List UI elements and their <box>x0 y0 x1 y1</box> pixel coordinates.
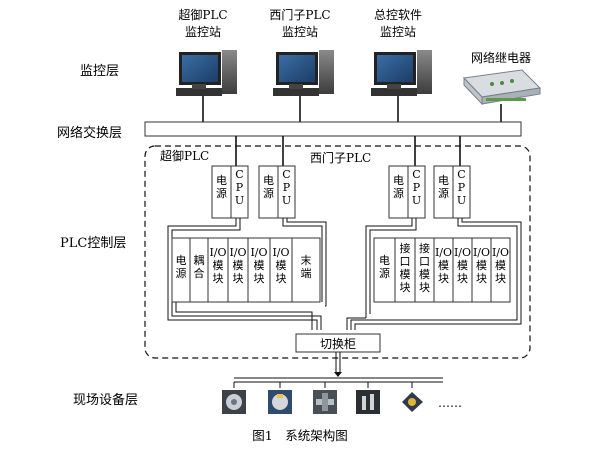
plc-layer-boundary <box>144 145 531 359</box>
rack-dividers <box>394 238 492 302</box>
layer-label-network: 网络交换层 <box>57 125 122 141</box>
left-bus-cables <box>167 218 327 330</box>
rack-frame <box>373 237 511 303</box>
layer-label-plc: PLC控制层 <box>60 236 126 251</box>
sensor-icon <box>222 390 246 414</box>
top-unit-label: 电源 <box>216 174 227 200</box>
station-master-control: 总控软件 监控站 <box>371 8 432 96</box>
station-chaoyu-line2: 监控站 <box>185 25 221 39</box>
figure-caption: 图1 系统架构图 <box>252 428 347 443</box>
computer-icon <box>273 50 334 96</box>
switch-cabinet-label: 切换柜 <box>320 337 356 351</box>
valve-icon <box>313 390 337 414</box>
station-chaoyu: 超御PLC 监控站 <box>176 7 237 96</box>
rack-module-label: 接口模块 <box>419 242 430 294</box>
cpu-links <box>235 136 461 166</box>
more-devices-ellipsis: …… <box>438 396 462 410</box>
top-unit-label: 电源 <box>438 174 449 200</box>
top-unit-label: 电源 <box>263 174 274 200</box>
station-master-line2: 监控站 <box>380 25 416 39</box>
relay-label: 网络继电器 <box>471 50 531 65</box>
network-switch-bar <box>144 121 522 137</box>
rack-module-label: 接口模块 <box>400 242 411 294</box>
motor-icon <box>400 390 424 414</box>
chaoyu-plc-label: 超御PLC <box>160 148 209 163</box>
rack-module-label: 电源 <box>176 254 187 280</box>
rack-module-label: 电源 <box>379 254 390 280</box>
field-bus <box>233 352 443 388</box>
top-unit-label: 电源 <box>393 174 404 200</box>
computer-icon <box>176 50 237 96</box>
layer-label-field: 现场设备层 <box>73 392 138 408</box>
field-devices: …… <box>222 390 462 414</box>
rack-module-label: 末端 <box>301 253 312 280</box>
switch-cabinet <box>295 333 381 353</box>
encoder-icon <box>268 390 292 414</box>
station-chaoyu-line1: 超御PLC <box>178 7 227 22</box>
actuator-icon <box>356 390 380 414</box>
station-master-line1: 总控软件 <box>374 8 422 22</box>
rack-frame <box>171 237 321 303</box>
station-siemens: 西门子PLC 监控站 <box>269 7 334 96</box>
station-siemens-line2: 监控站 <box>282 25 318 39</box>
computer-icon <box>371 50 432 96</box>
down-arrows <box>334 372 342 377</box>
rack-module-label: 耦合 <box>194 254 205 280</box>
station-siemens-line1: 西门子PLC <box>269 7 330 22</box>
relay-device-icon <box>462 69 542 106</box>
rack-dividers <box>189 238 293 302</box>
station-links <box>202 96 502 122</box>
siemens-plc-label: 西门子PLC <box>310 150 371 165</box>
right-bus-cables <box>346 218 522 330</box>
network-relay: 网络继电器 <box>462 50 542 106</box>
layer-label-monitor: 监控层 <box>80 64 119 79</box>
